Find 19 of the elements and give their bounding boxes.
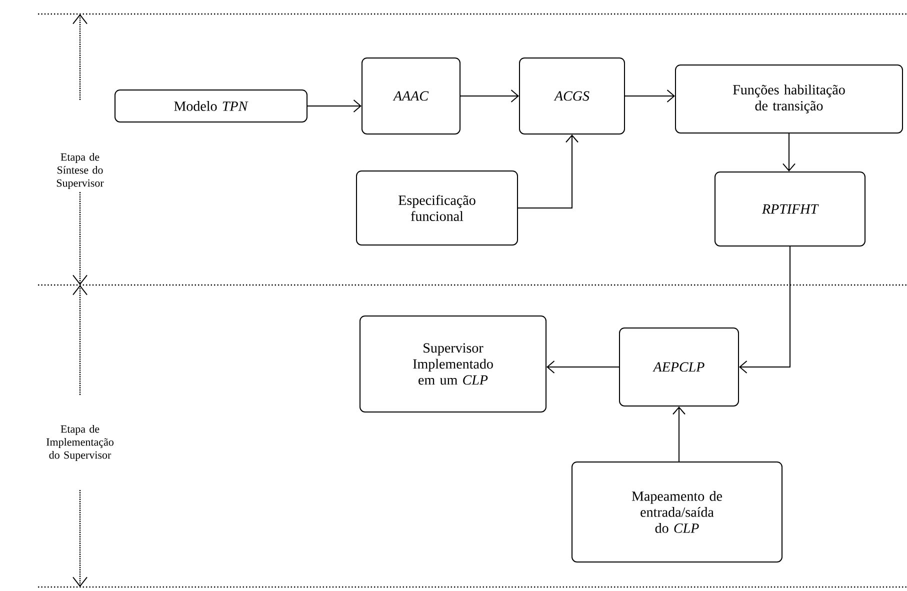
process-box: AAAC [362,58,460,134]
arrow [739,246,790,374]
arrow [624,90,675,102]
arrow [782,133,796,172]
process-box: ACGS [519,58,625,134]
arrow [518,134,578,208]
process-box: Supervisor Implementado em um CLP [360,315,546,412]
process-box: Funções habilitação de transição [675,64,903,134]
arrow [672,406,686,462]
process-box: Especificação funcional [356,170,518,246]
process-box: AEPCLP [619,327,739,406]
process-box: Mapeamento de entrada/saída do CLP [572,461,782,562]
arrow [460,90,519,102]
arrow [546,360,620,374]
arrow [307,100,362,112]
process-box: RPTIFHT [714,172,866,246]
stage-label: Etapa de Síntese do Supervisor [56,153,104,189]
process-box: Modelo TPN [114,90,308,122]
stage-label: Etapa de Implementação do Supervisor [46,425,114,461]
